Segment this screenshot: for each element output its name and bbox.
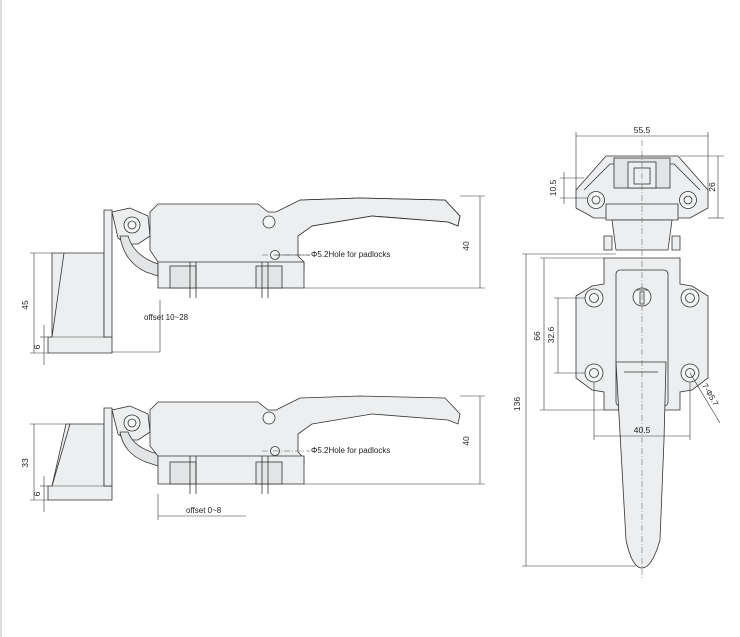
dim-height-text: 40: [461, 436, 471, 446]
dim-base-text: 45: [20, 300, 30, 310]
plate-hole-bl: [589, 368, 599, 378]
holes-note-leader: [689, 372, 721, 424]
plate-hole-tr: [685, 293, 695, 303]
dim-inner-text: 32.6: [546, 326, 556, 343]
hole-label: Φ5.2Hole for padlocks: [311, 250, 390, 259]
base-block: [47, 423, 113, 501]
neck-tab-left: [603, 235, 613, 251]
hinge-pin-inner: [127, 220, 137, 230]
handle-outline: [299, 197, 461, 227]
bracket: [103, 407, 113, 487]
latch-housing: [149, 395, 461, 465]
offset-label: offset 0~8: [186, 506, 222, 515]
mount-slot-left: [169, 461, 197, 485]
hinge-neck: [611, 219, 673, 251]
hole-label: Φ5.2Hole for padlocks: [311, 446, 390, 455]
dim-holes-text: 40.5: [634, 425, 651, 435]
handle-hole: [262, 215, 276, 229]
top-hole-right: [683, 195, 693, 205]
latch-housing: [149, 197, 461, 271]
dim-total-text: 136: [512, 397, 522, 411]
dim-small-text: 10.5: [548, 179, 558, 196]
handle-hole: [262, 411, 276, 425]
dim-outer-text: 66: [532, 331, 542, 341]
dim-foot-text: 6: [32, 491, 42, 496]
base-block: [47, 252, 113, 354]
hinge-pin-inner: [127, 418, 137, 428]
bracket: [103, 209, 113, 338]
side-view-bottom: 40 33 6 offset 0~8 Φ5.2Hole for padlocks: [20, 395, 485, 520]
dim-height-top-text: 26: [707, 182, 717, 192]
plate-hole-tl: [589, 293, 599, 303]
side-view-top: 40 45 6 offset 10~28 Φ5.2Hole for padloc…: [20, 195, 485, 365]
front-view: 55.5 26 10.5 136 66 32.6 40.5 7-Φ5.: [512, 125, 724, 578]
neck-tab-right: [671, 235, 681, 251]
dim-width-top-text: 55.5: [634, 125, 651, 135]
dim-foot-text: 6: [32, 344, 42, 349]
dim-height-text: 40: [461, 241, 471, 251]
offset-label: offset 10~28: [144, 313, 189, 322]
mount-slot-left: [169, 265, 197, 289]
top-hole-left: [591, 195, 601, 205]
key-slot: [639, 291, 645, 305]
mount-slot-right: [255, 461, 283, 485]
base-slope-line: [51, 423, 71, 487]
base-slope-line: [51, 252, 65, 338]
dim-base-text: 33: [20, 458, 30, 468]
handle: [615, 361, 667, 569]
main-plate: [575, 257, 709, 411]
mount-slot-right: [255, 265, 283, 289]
